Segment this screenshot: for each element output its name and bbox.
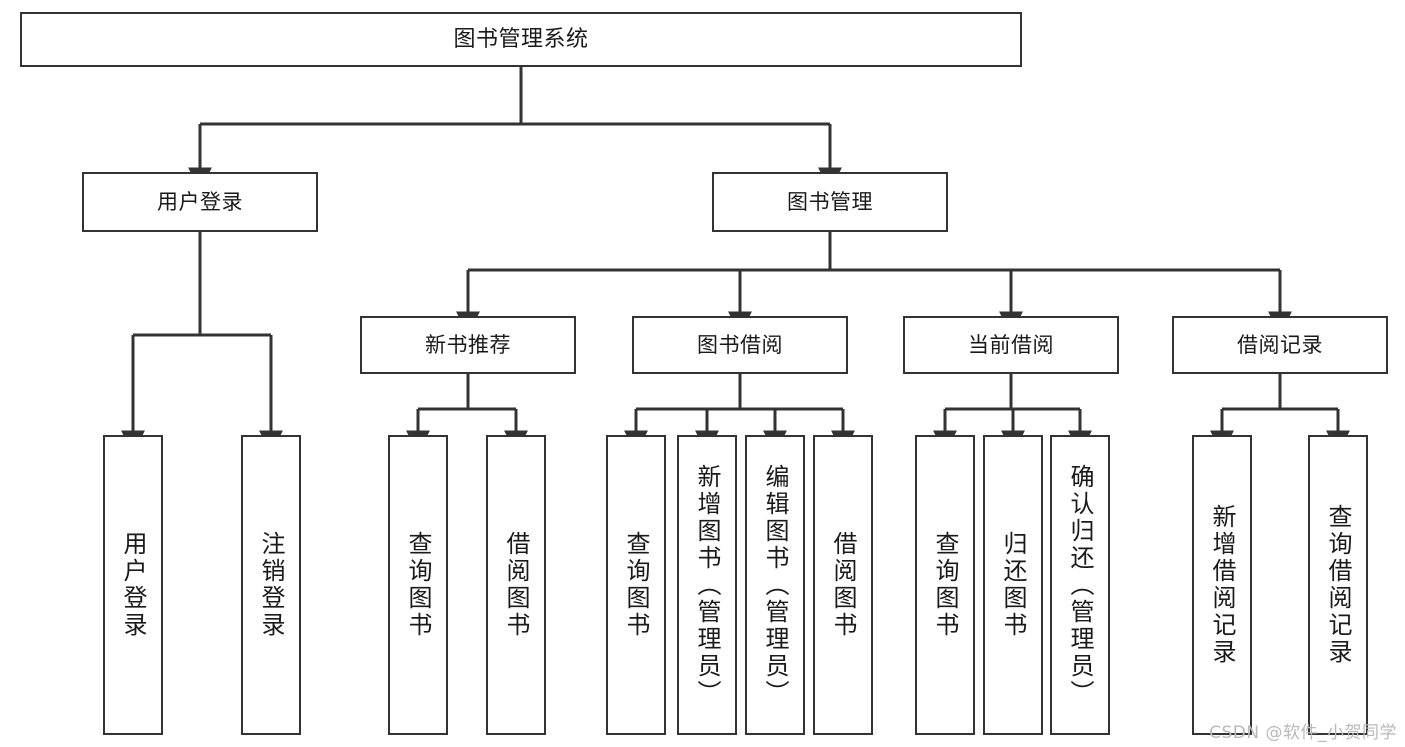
node-label: 图书管理系统 <box>453 26 589 52</box>
node-label: 图书管理 <box>787 189 873 214</box>
leaf-add-borrow-record[interactable]: 新增借阅记录 <box>1192 435 1252 735</box>
leaf-edit-book-admin[interactable]: 编辑图书（管理员） <box>745 435 805 735</box>
node-current-borrow[interactable]: 当前借阅 <box>903 316 1119 374</box>
leaf-query-book-borrow[interactable]: 查询图书 <box>606 435 666 735</box>
node-root-book-management-system[interactable]: 图书管理系统 <box>20 12 1022 67</box>
node-label: 当前借阅 <box>968 332 1054 357</box>
node-label: 查询图书 <box>404 531 432 639</box>
node-book-management[interactable]: 图书管理 <box>712 172 948 232</box>
node-label: 确认归还（管理员） <box>1066 463 1094 707</box>
node-label: 用户登录 <box>119 531 147 639</box>
leaf-add-book-admin[interactable]: 新增图书（管理员） <box>677 435 737 735</box>
node-new-book-recommend[interactable]: 新书推荐 <box>360 316 576 374</box>
node-label: 注销登录 <box>257 531 285 639</box>
leaf-user-logout[interactable]: 注销登录 <box>241 435 301 735</box>
leaf-borrow-book-recommend[interactable]: 借阅图书 <box>486 435 546 735</box>
node-borrow-record[interactable]: 借阅记录 <box>1172 316 1388 374</box>
node-label: 查询图书 <box>622 531 650 639</box>
node-label: 新增借阅记录 <box>1208 504 1236 666</box>
leaf-query-borrow-record[interactable]: 查询借阅记录 <box>1308 435 1368 735</box>
leaf-query-book-current[interactable]: 查询图书 <box>915 435 975 735</box>
csdn-watermark: CSDN @软件_小贺同学 <box>1209 723 1397 743</box>
leaf-query-book-recommend[interactable]: 查询图书 <box>388 435 448 735</box>
node-label: 借阅图书 <box>502 531 530 639</box>
node-label: 图书借阅 <box>697 332 783 357</box>
node-label: 新书推荐 <box>425 332 511 357</box>
node-label: 用户登录 <box>157 189 243 214</box>
node-label: 查询借阅记录 <box>1324 504 1352 666</box>
leaf-user-login[interactable]: 用户登录 <box>103 435 163 735</box>
leaf-borrow-book[interactable]: 借阅图书 <box>813 435 873 735</box>
node-user-login[interactable]: 用户登录 <box>82 172 318 232</box>
node-book-borrow[interactable]: 图书借阅 <box>632 316 848 374</box>
node-label: 新增图书（管理员） <box>693 463 721 707</box>
node-label: 查询图书 <box>931 531 959 639</box>
node-label: 编辑图书（管理员） <box>761 463 789 707</box>
node-label: 借阅图书 <box>829 531 857 639</box>
leaf-confirm-return-admin[interactable]: 确认归还（管理员） <box>1050 435 1110 735</box>
leaf-return-book[interactable]: 归还图书 <box>983 435 1043 735</box>
node-label: 借阅记录 <box>1237 332 1323 357</box>
node-label: 归还图书 <box>999 531 1027 639</box>
